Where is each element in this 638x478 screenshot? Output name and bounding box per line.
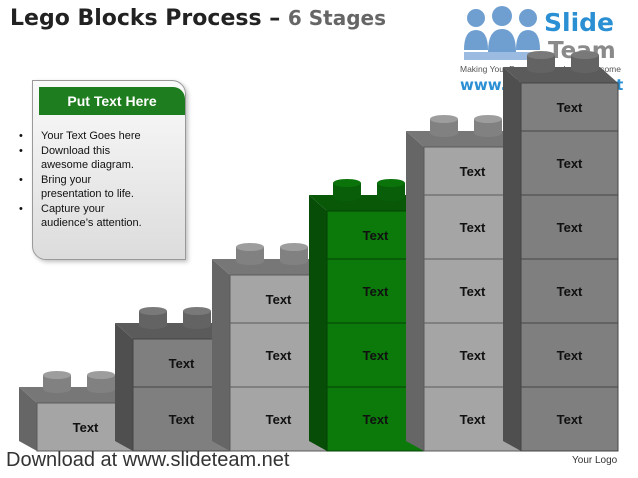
stage-3-block-2-label: Text	[266, 348, 292, 363]
stage-5-stud-2	[474, 115, 502, 137]
stage-4-stud-1	[333, 179, 361, 201]
stage-5-block-2-label: Text	[460, 348, 486, 363]
callout-heading: Put Text Here	[39, 87, 185, 115]
stage-6-stud-2	[571, 51, 599, 73]
stage-6-block-6-label: Text	[557, 100, 583, 115]
stage-5-stud-1	[430, 115, 458, 137]
stage-4-block-1-label: Text	[363, 412, 389, 427]
stage-6-block-3-label: Text	[557, 284, 583, 299]
stage-2-stud-1	[139, 307, 167, 329]
stage-6-block-4	[520, 194, 619, 260]
stage-5-block-4-label: Text	[460, 220, 486, 235]
stage-1-block-1-label: Text	[73, 420, 99, 435]
stage-6-block-5	[520, 130, 619, 196]
bullet-3-line-2: presentation to life.	[41, 188, 134, 200]
stage-6-block-2	[520, 322, 619, 388]
bullet-4-line-1: Capture your	[41, 202, 105, 215]
stage-1-stud-2	[87, 371, 115, 393]
stage-1-stud-1	[43, 371, 71, 393]
stage-4-block-3-label: Text	[363, 284, 389, 299]
stage-5-block-3-label: Text	[460, 284, 486, 299]
stage-6-block-4-label: Text	[557, 220, 583, 235]
stage-5-block-1-label: Text	[460, 412, 486, 427]
callout-bullet-list: Your Text Goes here Download this awesom…	[5, 129, 191, 231]
callout-bullet-4: Capture your audience’s attention.	[19, 202, 191, 231]
stage-4-block-2-label: Text	[363, 348, 389, 363]
bullet-2-line-1: Download this	[41, 144, 111, 157]
bullet-2-line-2: awesome diagram.	[41, 159, 134, 171]
download-footer[interactable]: Download at www.slideteam.net	[6, 449, 290, 471]
logo-brand-top: Slide	[544, 8, 614, 37]
stage-5-block-5-label: Text	[460, 164, 486, 179]
stage-3-stud-1	[236, 243, 264, 265]
bullet-4-line-2: audience’s attention.	[41, 217, 142, 229]
stage-4-block-4-label: Text	[363, 228, 389, 243]
stage-3-block-3-label: Text	[266, 292, 292, 307]
stage-6-block-1	[520, 386, 619, 452]
stage-4-side-face	[309, 195, 327, 451]
bullet-3-line-1: Bring your	[41, 173, 92, 186]
slide-title: Lego Blocks Process – 6 Stages	[10, 6, 386, 31]
stage-5-side-face	[406, 131, 424, 451]
stage-2-stud-2	[183, 307, 211, 329]
stage-6-block-3	[520, 258, 619, 324]
your-logo-placeholder: Your Logo	[572, 455, 618, 466]
stage-3-stud-2	[280, 243, 308, 265]
title-main: Lego Blocks Process –	[10, 6, 288, 31]
stage-4-stud-2	[377, 179, 405, 201]
team-people-icon	[464, 6, 540, 60]
title-subtitle: 6 Stages	[287, 6, 386, 30]
stage-6-side-face	[503, 67, 521, 451]
bullet-1-line-1: Your Text Goes here	[41, 130, 141, 142]
stage-2-side-face	[115, 323, 133, 451]
stage-3-block-1-label: Text	[266, 412, 292, 427]
callout-bullet-3: Bring your presentation to life.	[19, 173, 191, 202]
stage-1-side-face	[19, 387, 37, 451]
callout-bullet-1: Your Text Goes here	[19, 129, 191, 144]
stage-6-top-face	[503, 67, 618, 83]
callout-bullet-2: Download this awesome diagram.	[19, 144, 191, 173]
stage-6-block-1-label: Text	[557, 412, 583, 427]
stage-6-stud-1	[527, 51, 555, 73]
stage-6-block-2-label: Text	[557, 348, 583, 363]
stage-3-side-face	[212, 259, 230, 451]
text-callout-box: Put Text Here Your Text Goes here Downlo…	[19, 80, 186, 260]
stage-6-block-5-label: Text	[557, 156, 583, 171]
stage-2-block-1-label: Text	[169, 412, 195, 427]
stage-6-block-6	[520, 82, 619, 132]
stage-2-block-2-label: Text	[169, 356, 195, 371]
